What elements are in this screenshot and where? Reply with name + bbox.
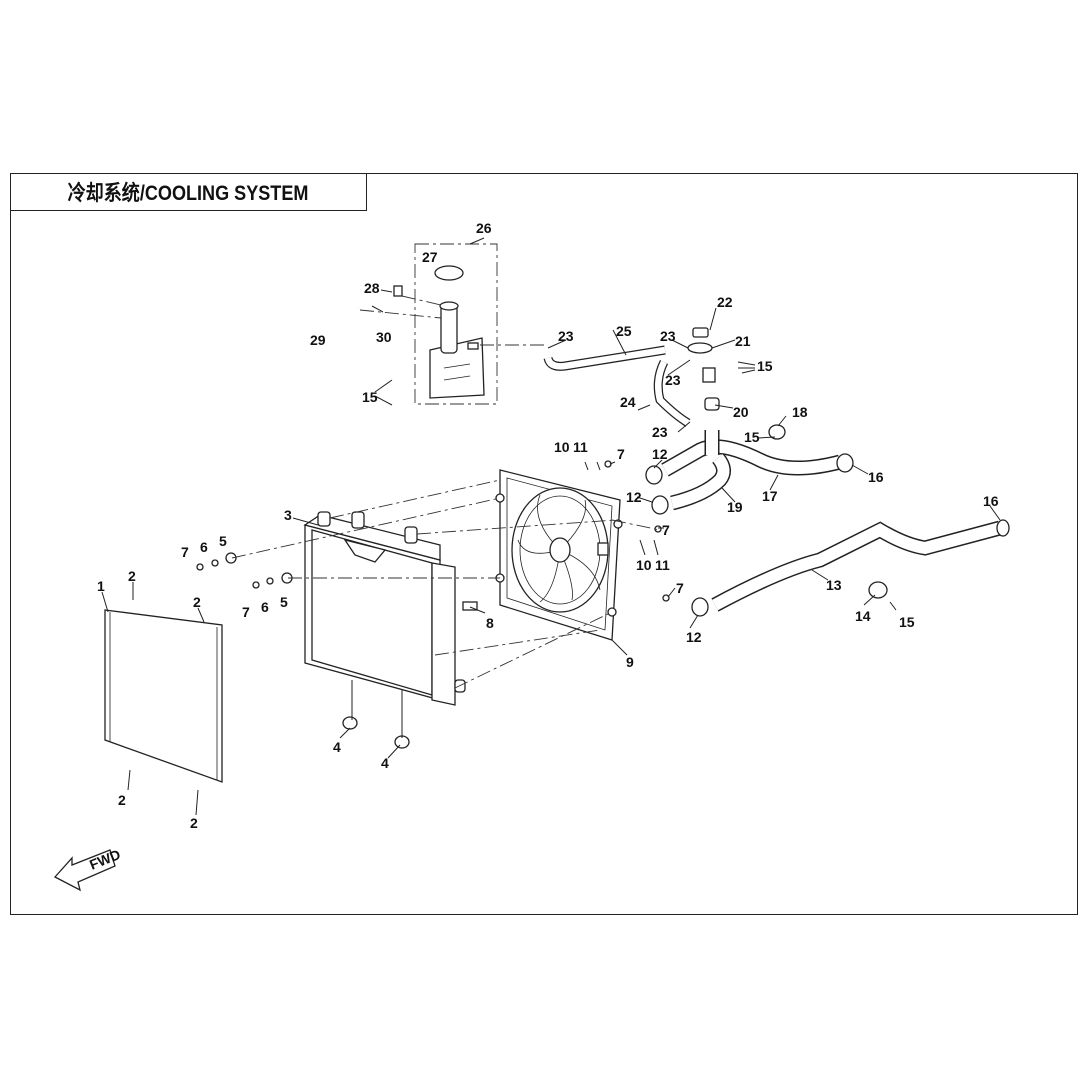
callout-5b: 5 [280, 594, 288, 610]
fan-assembly [495, 469, 623, 641]
callout-6b: 6 [261, 599, 269, 615]
callout-27: 27 [422, 249, 438, 265]
callout-15a: 15 [362, 389, 378, 405]
callout-3: 3 [284, 507, 292, 523]
diagram-frame [10, 173, 1078, 915]
callout-2b: 2 [193, 594, 201, 610]
callout-13: 13 [826, 577, 842, 593]
callout-29: 29 [310, 332, 326, 348]
callout-28: 28 [364, 280, 380, 296]
callout-20: 20 [733, 404, 749, 420]
small-parts [196, 327, 1010, 749]
callout-10b: 10 [636, 557, 652, 573]
callout-7b: 7 [242, 604, 250, 620]
callout-15c: 15 [744, 429, 760, 445]
callout-19: 19 [727, 499, 743, 515]
callout-30: 30 [376, 329, 392, 345]
callout-16a: 16 [868, 469, 884, 485]
callout-6a: 6 [200, 539, 208, 555]
callout-23d: 23 [652, 424, 668, 440]
callout-2a: 2 [128, 568, 136, 584]
assembly-lines [231, 295, 661, 689]
callout-23b: 23 [660, 328, 676, 344]
overflow-hose [337, 304, 359, 400]
callout-16b: 16 [983, 493, 999, 509]
callout-7c: 7 [617, 446, 625, 462]
callouts: 1 2 2 2 2 3 4 4 5 5 6 6 7 7 7 7 7 8 9 10… [97, 220, 999, 831]
callout-26: 26 [476, 220, 492, 236]
fwd-arrow: FWD [53, 846, 123, 892]
callout-23c: 23 [665, 372, 681, 388]
callout-18: 18 [792, 404, 808, 420]
leader-lines [101, 237, 1001, 816]
callout-1: 1 [97, 578, 105, 594]
callout-22: 22 [717, 294, 733, 310]
callout-15d: 15 [899, 614, 915, 630]
callout-2d: 2 [190, 815, 198, 831]
callout-24: 24 [620, 394, 636, 410]
callout-11b: 11 [655, 557, 670, 573]
radiator [303, 511, 466, 706]
coolant-reservoir [393, 243, 498, 405]
callout-2c: 2 [118, 792, 126, 808]
callout-5a: 5 [219, 533, 227, 549]
callout-14: 14 [855, 608, 871, 624]
callout-21: 21 [735, 333, 751, 349]
title-box: 冷却系统/COOLING SYSTEM [10, 173, 367, 211]
callout-8: 8 [486, 615, 494, 631]
callout-12a: 12 [652, 446, 668, 462]
hoses [543, 345, 1002, 612]
callout-10a: 10 [554, 439, 570, 455]
callout-25: 25 [616, 323, 632, 339]
callout-7d: 7 [662, 522, 670, 538]
callout-11a: 11 [573, 439, 588, 455]
callout-7a: 7 [181, 544, 189, 560]
callout-7e: 7 [676, 580, 684, 596]
callout-17: 17 [762, 488, 778, 504]
callout-23a: 23 [558, 328, 574, 344]
page-title: 冷却系统/COOLING SYSTEM [67, 181, 309, 205]
callout-15b: 15 [757, 358, 773, 374]
radiator-grille [104, 609, 223, 783]
callout-4a: 4 [333, 739, 341, 755]
callout-9: 9 [626, 654, 634, 670]
callout-12b: 12 [626, 489, 642, 505]
callout-4b: 4 [381, 755, 389, 771]
callout-12c: 12 [686, 629, 702, 645]
